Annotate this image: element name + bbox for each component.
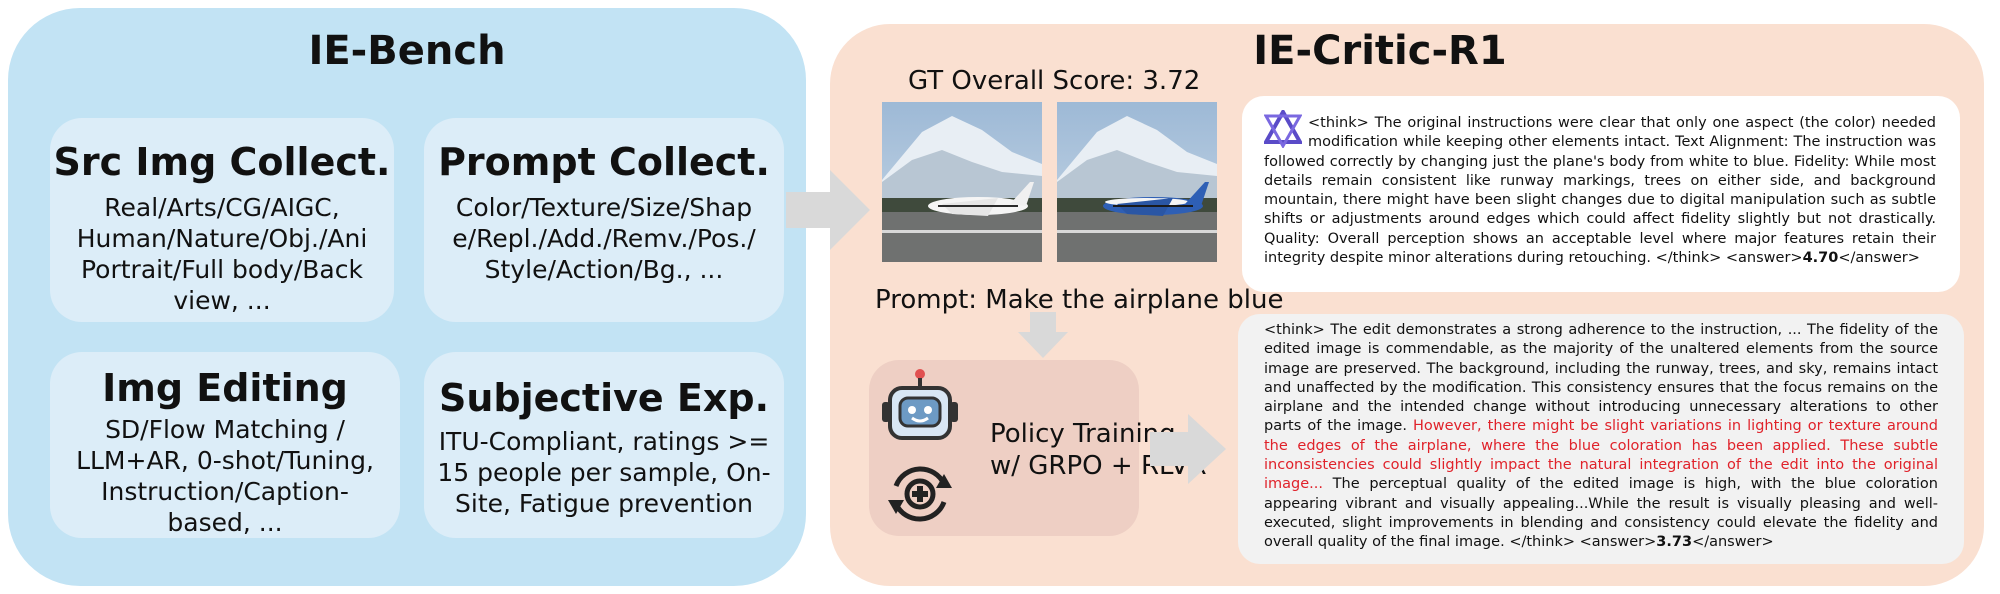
- card-title: Subjective Exp.: [438, 376, 769, 420]
- box2-answer-close: </answer>: [1692, 534, 1774, 551]
- box1-answer-close: </answer>: [1838, 250, 1920, 267]
- card-title: Prompt Collect.: [438, 140, 770, 184]
- card-body: Color/Texture/Size/Shap e/Repl./Add./Rem…: [424, 192, 784, 285]
- card-line: based, ...: [167, 508, 283, 537]
- card-body: Real/Arts/CG/AIGC, Human/Nature/Obj./Ani…: [50, 192, 394, 316]
- arrow-down-icon: [1018, 312, 1068, 358]
- box2-think-text-cont: The perceptual quality of the edited ima…: [1264, 476, 1938, 551]
- card-line: view, ...: [173, 286, 271, 315]
- card-line: Real/Arts/CG/AIGC,: [104, 193, 340, 222]
- card-title: Src Img Collect.: [53, 140, 391, 184]
- prompt-text: Prompt: Make the airplane blue: [875, 285, 1284, 315]
- card-line: e/Repl./Add./Remv./Pos./: [452, 224, 756, 253]
- card-body: ITU-Compliant, ratings >= 15 people per …: [424, 426, 784, 519]
- card-body: SD/Flow Matching / LLM+AR, 0-shot/Tuning…: [50, 414, 400, 538]
- box2-think-text: <think> The edit demonstrates a strong a…: [1264, 322, 1938, 435]
- card-title: Img Editing: [102, 366, 348, 410]
- ie-critic-title: IE-Critic-R1: [1253, 28, 1507, 74]
- card-prompt-collect: Prompt Collect. Color/Texture/Size/Shap …: [424, 118, 784, 322]
- card-img-editing: Img Editing SD/Flow Matching / LLM+AR, 0…: [50, 352, 400, 538]
- box2-highlight-text: However, there might be slight variation…: [1264, 418, 1939, 493]
- card-line: Instruction/Caption-: [101, 477, 349, 506]
- card-subjective-exp: Subjective Exp. ITU-Compliant, ratings >…: [424, 352, 784, 538]
- box1-answer-score: 4.70: [1802, 250, 1839, 267]
- card-line: Style/Action/Bg., ...: [484, 255, 724, 284]
- card-line: ITU-Compliant, ratings >=: [438, 427, 770, 456]
- card-line: 15 people per sample, On-: [437, 458, 771, 487]
- card-line: SD/Flow Matching /: [105, 415, 345, 444]
- robot-icon: [882, 369, 958, 440]
- logo-icon: [1264, 110, 1302, 148]
- arrow-right-icon: [786, 170, 870, 250]
- arrow-right-icon: [1150, 414, 1226, 484]
- ie-bench-title: IE-Bench: [308, 28, 506, 74]
- gt-overall-score: GT Overall Score: 3.72: [908, 66, 1201, 96]
- card-line: Site, Fatigue prevention: [455, 489, 753, 518]
- box1-think-text: <think> The original instructions were c…: [1264, 115, 1936, 267]
- cycle-gear-icon: [888, 466, 952, 522]
- card-line: Portrait/Full body/Back: [81, 255, 363, 284]
- card-line: Human/Nature/Obj./Ani: [76, 224, 368, 253]
- card-line: LLM+AR, 0-shot/Tuning,: [76, 446, 374, 475]
- critic-response-box-1: <think> The original instructions were c…: [1242, 96, 1960, 292]
- source-image: [882, 102, 1042, 262]
- card-line: Color/Texture/Size/Shap: [455, 193, 753, 222]
- edited-image: [1057, 102, 1217, 262]
- policy-training-label: Policy Training: [990, 419, 1176, 449]
- critic-response-box-2: <think> The edit demonstrates a strong a…: [1238, 314, 1964, 564]
- box2-answer-score: 3.73: [1656, 534, 1693, 551]
- card-src-img-collect: Src Img Collect. Real/Arts/CG/AIGC, Huma…: [50, 118, 394, 322]
